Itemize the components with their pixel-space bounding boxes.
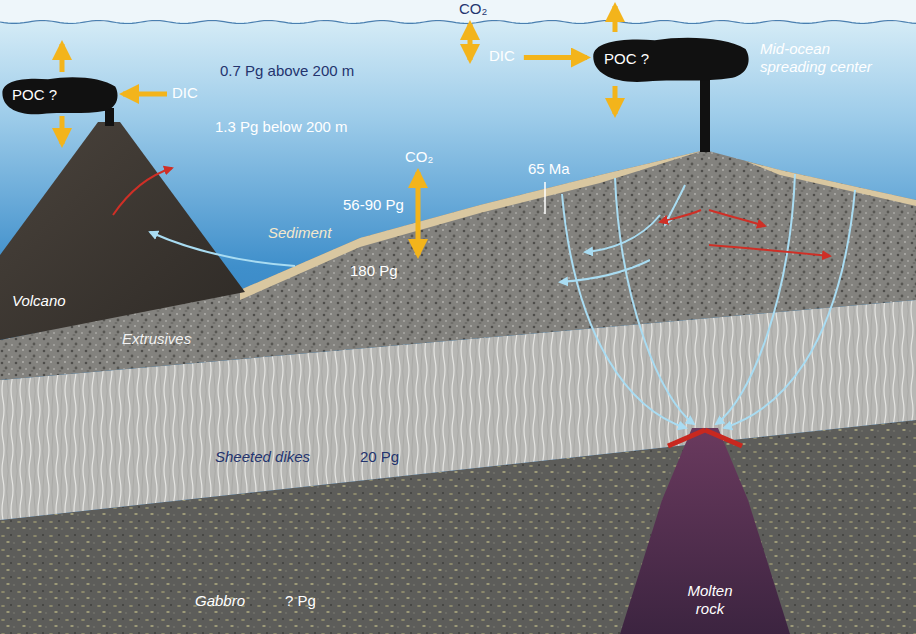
- region-label: Molten rock: [675, 582, 745, 618]
- region-label: CO₂: [459, 0, 487, 18]
- region-label: Extrusives: [122, 330, 191, 348]
- flux-arrow: [62, 6, 615, 144]
- region-label: Sediment: [268, 224, 331, 242]
- sediment-layer: [745, 161, 916, 206]
- region-label: 180 Pg: [350, 262, 398, 280]
- flux-arrow: [123, 92, 167, 97]
- carbon-pool: DIC: [487, 45, 521, 67]
- region-label: Gabbro: [195, 592, 245, 610]
- hydrothermal-flow: [150, 174, 855, 428]
- magma-conduit: [107, 124, 112, 634]
- region-label: Volcano: [12, 292, 66, 310]
- particle-plume: POC ?: [590, 34, 752, 84]
- region-label: 1.3 Pg below 200 m: [215, 118, 348, 136]
- region-label: CO₂: [405, 148, 433, 166]
- region-label: ? Pg: [285, 592, 316, 610]
- region-label: Sheeted dikes: [215, 448, 310, 466]
- particle-plume: POC ?: [0, 74, 120, 116]
- pool-label: DIC: [489, 47, 515, 65]
- region-label: 0.7 Pg above 200 m: [220, 62, 354, 80]
- sediment-layer: [240, 150, 705, 300]
- leader-line: [544, 182, 546, 214]
- magma-chamber: [620, 428, 790, 634]
- carbon-pool: DIC: [170, 82, 204, 104]
- pool-label: POC ?: [12, 86, 57, 104]
- flux-arrow: [524, 55, 587, 60]
- region-label: 20 Pg: [360, 448, 399, 466]
- pool-label: DIC: [172, 84, 198, 102]
- region-label: 65 Ma: [528, 160, 570, 178]
- hot-fluid-flow: [113, 168, 830, 256]
- exchange-arrow: [418, 24, 470, 255]
- magma-conduit: [702, 150, 708, 428]
- region-label: 56-90 Pg: [343, 196, 404, 214]
- pool-label: POC ?: [604, 50, 649, 68]
- volcano: [0, 122, 245, 340]
- region-label: Mid-ocean spreading center: [760, 40, 885, 76]
